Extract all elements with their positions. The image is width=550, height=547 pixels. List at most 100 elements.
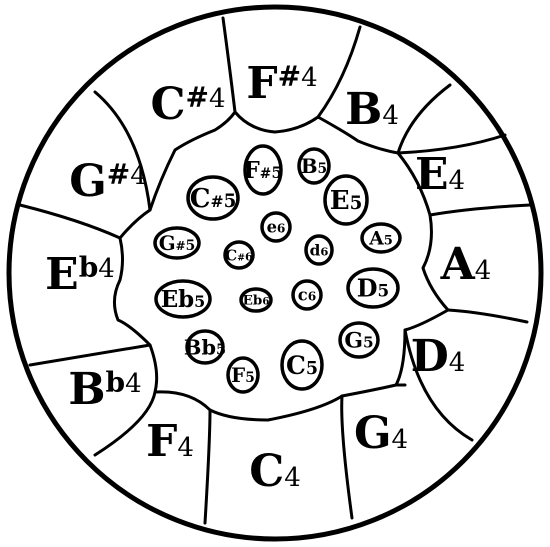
note-label: c6 bbox=[298, 286, 316, 305]
outer-note-fs4: F#4 bbox=[246, 58, 317, 109]
note-tonefield bbox=[154, 279, 212, 319]
outer-circle bbox=[6, 4, 544, 542]
center-note-cs6: C#6 bbox=[223, 240, 255, 270]
outer-note-gs4: G#4 bbox=[69, 156, 147, 207]
note-letter: C bbox=[150, 79, 185, 130]
note-letter: F bbox=[244, 157, 260, 184]
note-letter: F bbox=[146, 416, 177, 467]
note-octave: 4 bbox=[449, 348, 466, 378]
ring-dividers bbox=[18, 16, 532, 525]
note-octave: 5 bbox=[271, 163, 282, 182]
note-letter: D bbox=[357, 274, 378, 302]
note-letter: C bbox=[225, 246, 237, 264]
note-label: B5 bbox=[301, 154, 327, 178]
note-octave: 5 bbox=[378, 280, 390, 300]
note-letter: C bbox=[286, 351, 306, 380]
middle-note-fs5: F#5 bbox=[243, 144, 283, 196]
note-label: d6 bbox=[310, 241, 329, 259]
note-label: A5 bbox=[368, 228, 393, 250]
note-tonefield bbox=[360, 222, 402, 254]
note-letter: B bbox=[345, 84, 382, 135]
note-octave: 4 bbox=[177, 433, 194, 463]
middle-note-e5: E5 bbox=[323, 174, 369, 226]
note-label: G#5 bbox=[159, 231, 195, 255]
middle-note-b5: B5 bbox=[297, 147, 331, 185]
note-accidental: # bbox=[186, 81, 209, 114]
note-tonefield bbox=[226, 356, 260, 394]
note-octave: 5 bbox=[216, 341, 226, 358]
note-letter: C bbox=[249, 446, 284, 497]
outer-note-f4: F4 bbox=[146, 416, 194, 467]
outer-note-d4: D4 bbox=[411, 331, 466, 382]
middle-note-cs5: C#5 bbox=[186, 175, 240, 221]
note-tonefield bbox=[260, 211, 292, 243]
middle-note-bb5: Bb5 bbox=[184, 329, 226, 365]
note-accidental: # bbox=[176, 239, 186, 253]
note-tonefield bbox=[239, 287, 273, 313]
note-accidental: # bbox=[210, 192, 223, 211]
middle-note-g5: G5 bbox=[338, 321, 380, 359]
note-tonefield bbox=[297, 147, 331, 185]
middle-note-gs5: G#5 bbox=[153, 226, 201, 260]
note-letter: A bbox=[368, 228, 384, 250]
note-label: Bb5 bbox=[184, 334, 226, 359]
note-octave: 4 bbox=[475, 256, 492, 286]
note-tonefield bbox=[243, 144, 283, 196]
note-tonefield bbox=[346, 267, 400, 309]
note-letter: Eb bbox=[243, 293, 263, 309]
outer-note-cs4: C#4 bbox=[150, 79, 225, 130]
note-letter: Eb bbox=[161, 286, 194, 313]
note-octave: 4 bbox=[301, 63, 318, 93]
note-accidental: # bbox=[260, 166, 272, 182]
note-letter: D bbox=[411, 331, 449, 382]
note-tonefield bbox=[304, 234, 334, 266]
note-letter: B bbox=[301, 154, 318, 178]
note-tonefield bbox=[186, 175, 240, 221]
note-letter: C bbox=[190, 184, 211, 214]
note-letter: G bbox=[354, 408, 392, 459]
note-tonefield bbox=[338, 321, 380, 359]
note-octave: 5 bbox=[245, 370, 255, 386]
note-letter: G bbox=[344, 328, 363, 354]
note-octave: 4 bbox=[130, 161, 147, 191]
note-octave: 4 bbox=[449, 166, 466, 196]
note-octave: 4 bbox=[382, 101, 399, 131]
note-accidental: b bbox=[106, 366, 126, 399]
note-octave: 6 bbox=[245, 249, 253, 263]
note-octave: 4 bbox=[284, 463, 301, 493]
note-accidental: # bbox=[278, 60, 301, 93]
note-letter: B bbox=[68, 364, 105, 415]
middle-note-c5: C5 bbox=[280, 339, 324, 391]
outer-note-e4: E4 bbox=[415, 149, 465, 200]
center-note-d6: d6 bbox=[304, 234, 334, 266]
center-note-c6: c6 bbox=[291, 279, 323, 311]
note-octave: 5 bbox=[363, 334, 374, 352]
note-octave: 4 bbox=[392, 425, 409, 455]
middle-note-f5: F5 bbox=[226, 356, 260, 394]
note-letter: E bbox=[45, 249, 79, 300]
note-label: C#5 bbox=[190, 184, 237, 214]
note-octave: 4 bbox=[125, 369, 142, 399]
note-label: C#6 bbox=[225, 246, 253, 264]
note-octave: 5 bbox=[318, 161, 328, 177]
note-tonefield bbox=[280, 339, 324, 391]
note-label: F5 bbox=[231, 363, 255, 387]
note-octave: 5 bbox=[194, 292, 205, 311]
note-letter: G bbox=[69, 156, 107, 207]
note-octave: 5 bbox=[224, 191, 237, 212]
note-label: e6 bbox=[267, 218, 286, 237]
note-octave: 5 bbox=[384, 234, 393, 249]
note-label: F#5 bbox=[244, 157, 283, 184]
note-letter: F bbox=[246, 58, 277, 109]
note-letter: d bbox=[310, 241, 321, 259]
note-accidental: b bbox=[79, 251, 99, 284]
note-octave: 6 bbox=[277, 222, 286, 236]
note-octave: 4 bbox=[98, 254, 115, 284]
outer-note-eb4: Eb4 bbox=[45, 249, 115, 300]
outer-note-g4: G4 bbox=[354, 408, 408, 459]
middle-note-eb5: Eb5 bbox=[154, 279, 212, 319]
